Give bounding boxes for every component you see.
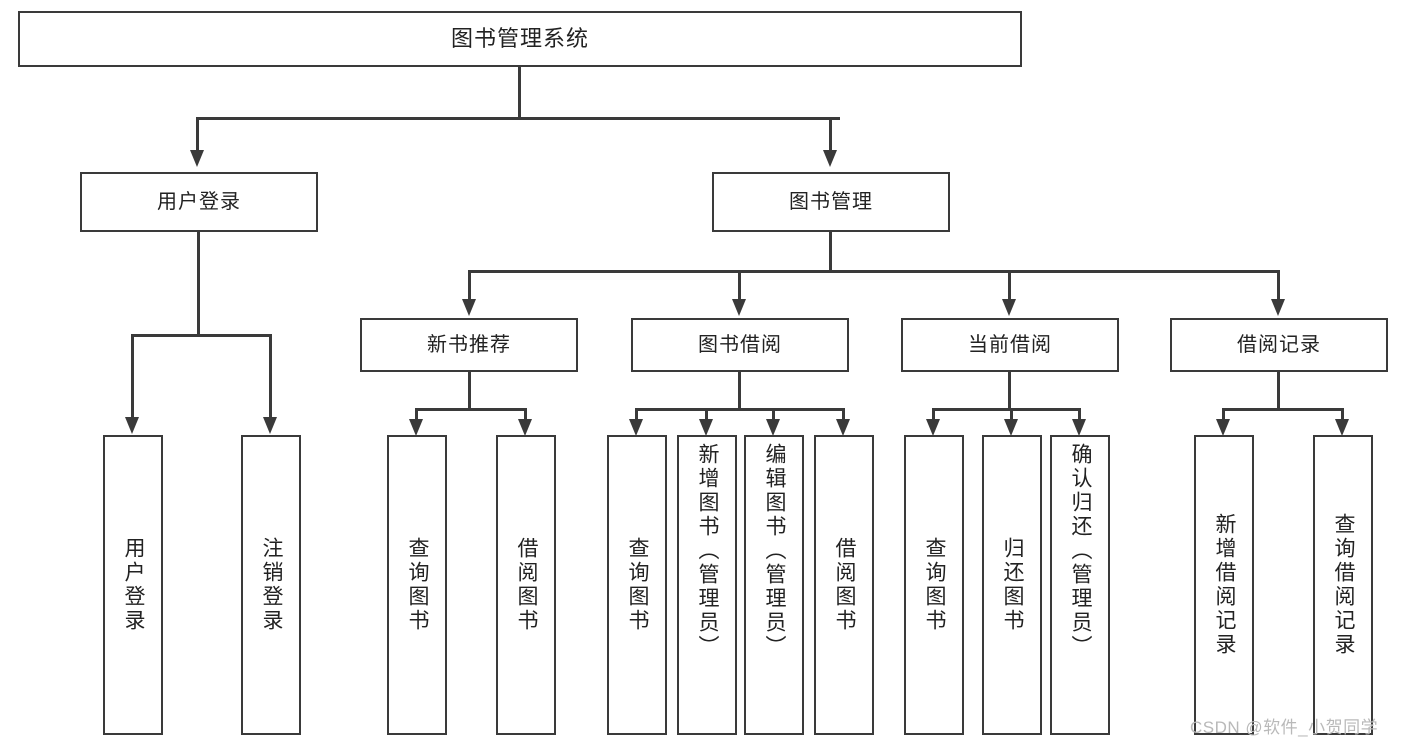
arrowhead-current-borrow: [1002, 299, 1016, 316]
connector-drop-book-manage: [829, 117, 832, 151]
node-label: 编辑图书（管理员）: [763, 443, 787, 659]
node-label: 归还图书: [1001, 537, 1025, 633]
node-label: 查询借阅记录: [1332, 513, 1356, 657]
node-label: 用户登录: [157, 191, 241, 213]
connector-drop-leaf-return-book: [1010, 408, 1013, 420]
node-leaf-query-book-1: 查询图书: [387, 435, 447, 735]
arrowhead-leaf-add-book-admin: [699, 419, 713, 436]
node-leaf-query-book-2: 查询图书: [607, 435, 667, 735]
connector-book-borrow-stem: [738, 372, 741, 410]
arrowhead-leaf-query-book-3: [926, 419, 940, 436]
node-label: 查询图书: [923, 537, 947, 633]
node-label: 当前借阅: [968, 334, 1052, 356]
node-label: 查询图书: [626, 537, 650, 633]
connector-drop-leaf-query-book-3: [932, 408, 935, 420]
node-leaf-user-login: 用户登录: [103, 435, 163, 735]
arrowhead-leaf-confirm-return-admin: [1072, 419, 1086, 436]
arrowhead-leaf-return-book: [1004, 419, 1018, 436]
arrowhead-leaf-add-borrow-record: [1216, 419, 1230, 436]
node-label: 借阅记录: [1237, 334, 1321, 356]
node-leaf-confirm-return-admin: 确认归还（管理员）: [1050, 435, 1110, 735]
node-label: 新增借阅记录: [1213, 513, 1237, 657]
node-leaf-borrow-book-2: 借阅图书: [814, 435, 874, 735]
node-leaf-return-book: 归还图书: [982, 435, 1042, 735]
connector-new-book-recommend-bar: [415, 408, 527, 411]
node-label: 图书借阅: [698, 334, 782, 356]
connector-level2-bar: [468, 270, 1280, 273]
node-leaf-query-book-3: 查询图书: [904, 435, 964, 735]
node-borrow-record: 借阅记录: [1170, 318, 1388, 372]
connector-drop-book-borrow: [738, 270, 741, 300]
node-leaf-add-book-admin: 新增图书（管理员）: [677, 435, 737, 735]
node-new-book-recommend: 新书推荐: [360, 318, 578, 372]
connector-book-borrow-bar: [635, 408, 845, 411]
connector-drop-leaf-query-book-2: [635, 408, 638, 420]
node-root-system: 图书管理系统: [18, 11, 1022, 67]
node-leaf-query-borrow-record: 查询借阅记录: [1313, 435, 1373, 735]
arrowhead-leaf-logout-login: [263, 417, 277, 434]
connector-drop-current-borrow: [1008, 270, 1011, 300]
connector-drop-leaf-confirm-return-admin: [1078, 408, 1081, 420]
arrowhead-user-login: [190, 150, 204, 167]
node-book-manage: 图书管理: [712, 172, 950, 232]
node-label: 新书推荐: [427, 334, 511, 356]
node-label: 图书管理: [789, 191, 873, 213]
arrowhead-leaf-borrow-book-1: [518, 419, 532, 436]
arrowhead-leaf-user-login: [125, 417, 139, 434]
connector-book-manage-stem: [829, 232, 832, 272]
node-leaf-add-borrow-record: 新增借阅记录: [1194, 435, 1254, 735]
connector-drop-leaf-borrow-book-2: [842, 408, 845, 420]
node-current-borrow: 当前借阅: [901, 318, 1119, 372]
node-label: 注销登录: [260, 537, 284, 633]
connector-borrow-record-stem: [1277, 372, 1280, 410]
connector-drop-borrow-record: [1277, 270, 1280, 300]
connector-drop-leaf-query-borrow-record: [1341, 408, 1344, 420]
connector-level1-bar: [196, 117, 840, 120]
connector-drop-leaf-add-borrow-record: [1222, 408, 1225, 420]
arrowhead-leaf-query-book-2: [629, 419, 643, 436]
connector-current-borrow-stem: [1008, 372, 1011, 410]
connector-drop-user-login: [196, 117, 199, 151]
node-label: 新增图书（管理员）: [696, 443, 720, 659]
connector-user-login-stem: [197, 232, 200, 336]
connector-root-stem: [518, 67, 521, 119]
connector-drop-leaf-add-book-admin: [705, 408, 708, 420]
connector-drop-leaf-query-book-1: [415, 408, 418, 420]
arrowhead-leaf-edit-book-admin: [766, 419, 780, 436]
arrowhead-leaf-query-borrow-record: [1335, 419, 1349, 436]
arrowhead-borrow-record: [1271, 299, 1285, 316]
connector-drop-leaf-user-login: [131, 334, 134, 418]
node-leaf-edit-book-admin: 编辑图书（管理员）: [744, 435, 804, 735]
node-book-borrow: 图书借阅: [631, 318, 849, 372]
node-leaf-borrow-book-1: 借阅图书: [496, 435, 556, 735]
arrowhead-leaf-query-book-1: [409, 419, 423, 436]
connector-drop-new-book-recommend: [468, 270, 471, 300]
connector-drop-leaf-logout-login: [269, 334, 272, 418]
arrowhead-book-borrow: [732, 299, 746, 316]
node-leaf-logout-login: 注销登录: [241, 435, 301, 735]
node-label: 确认归还（管理员）: [1069, 443, 1093, 659]
connector-borrow-record-bar: [1222, 408, 1344, 411]
node-label: 借阅图书: [515, 537, 539, 633]
connector-drop-leaf-edit-book-admin: [772, 408, 775, 420]
node-user-login: 用户登录: [80, 172, 318, 232]
node-label: 用户登录: [122, 537, 146, 633]
node-label: 借阅图书: [833, 537, 857, 633]
arrowhead-leaf-borrow-book-2: [836, 419, 850, 436]
connector-user-login-bar: [131, 334, 272, 337]
node-label: 图书管理系统: [450, 26, 589, 51]
connector-new-book-recommend-stem: [468, 372, 471, 410]
connector-current-borrow-bar: [932, 408, 1081, 411]
arrowhead-book-manage: [823, 150, 837, 167]
node-label: 查询图书: [406, 537, 430, 633]
arrowhead-new-book-recommend: [462, 299, 476, 316]
connector-drop-leaf-borrow-book-1: [524, 408, 527, 420]
